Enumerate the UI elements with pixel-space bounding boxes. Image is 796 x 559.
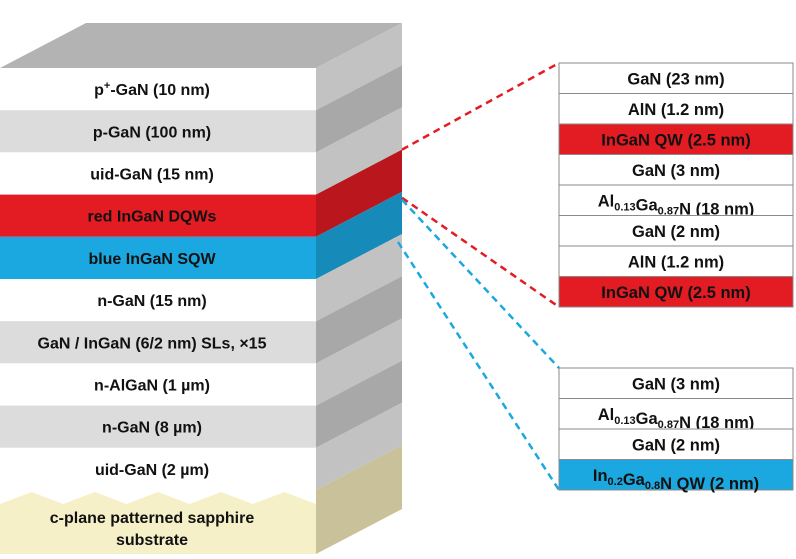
layer-label: blue InGaN SQW [88,251,216,268]
red-detail-row-2 [558,93,794,125]
stack-top-face [0,23,402,68]
red-detail-row-label: AlN (1.2 nm) [628,253,724,271]
blue-detail-row-label: In0.2Ga0.8N QW (2 nm) [593,467,759,493]
layer-side-6 [316,234,402,322]
layer-label: GaN / InGaN (6/2 nm) SLs, ×15 [38,335,267,352]
layer-side-2 [316,65,402,153]
red-dqw-detail-box: GaN (23 nm) AlN (1.2 nm) InGaN QW (2.5 nm)… [558,62,794,308]
layer-label: n-AlGaN (1 µm) [94,378,210,395]
layer-side-4 [316,149,402,237]
layer-side-8 [316,318,402,406]
layer-front-10 [0,447,316,490]
layer-front-9 [0,405,316,448]
red-connector-top [401,61,560,151]
layer-side-9 [316,360,402,448]
layer-front-3 [0,152,316,195]
blue-detail-row-2 [558,398,794,430]
substrate-front [0,492,316,554]
blue-connector-top [401,198,560,369]
red-detail-row-label: InGaN QW (2.5 nm) [601,284,750,302]
layer-label: uid-GaN (2 µm) [95,462,209,479]
red-detail-row-label: GaN (2 nm) [632,223,720,241]
layer-side-5 [316,191,402,279]
red-detail-row-label: GaN (23 nm) [627,70,724,88]
layer-front-4 [0,194,316,237]
red-detail-row-7 [558,245,794,277]
substrate-label: c-plane patterned sapphire [50,510,255,527]
layer-front-1 [0,68,316,111]
blue-detail-row-label: GaN (2 nm) [632,436,720,454]
layer-front-6 [0,279,316,322]
layer-side-1 [316,23,402,111]
red-detail-row-5 [558,184,794,216]
substrate-label: substrate [116,532,188,549]
layer-stack: p+-GaN (10 nm) p-GaN (100 nm) uid-GaN (15 … [0,23,402,554]
red-detail-row-8 [558,276,794,308]
red-detail-row-4 [558,154,794,186]
layer-label: p-GaN (100 nm) [93,124,211,141]
layer-front-8 [0,363,316,406]
layer-label: p+-GaN (10 nm) [94,80,210,99]
layer-front-5 [0,236,316,279]
red-detail-row-6 [558,215,794,247]
red-detail-row-label: InGaN QW (2.5 nm) [601,131,750,149]
blue-detail-row-label: GaN (3 nm) [632,375,720,393]
layer-side-3 [316,107,402,195]
red-detail-row-1 [558,62,794,94]
layer-label: red InGaN DQWs [88,209,217,226]
blue-detail-row-4 [558,459,794,491]
layer-side-10 [316,402,402,490]
layer-side-7 [316,276,402,364]
layer-label: n-GaN (15 nm) [97,293,206,310]
layer-front-2 [0,110,316,153]
layer-label: uid-GaN (15 nm) [90,167,214,184]
blue-sqw-detail-box: GaN (3 nm) Al0.13Ga0.87N (18 nm) GaN (2 nm… [558,367,794,493]
blue-detail-row-label: Al0.13Ga0.87N (18 nm) [598,406,755,432]
substrate-side [316,445,402,554]
zoom-connector-lines [396,61,561,491]
layer-label: n-GaN (8 µm) [102,420,202,437]
red-detail-row-label: GaN (3 nm) [632,162,720,180]
layer-front-7 [0,321,316,364]
red-detail-row-label: Al0.13Ga0.87N (18 nm) [598,192,755,218]
blue-connector-bottom [396,241,561,491]
red-connector-bottom [401,196,560,309]
red-detail-row-label: AlN (1.2 nm) [628,101,724,119]
